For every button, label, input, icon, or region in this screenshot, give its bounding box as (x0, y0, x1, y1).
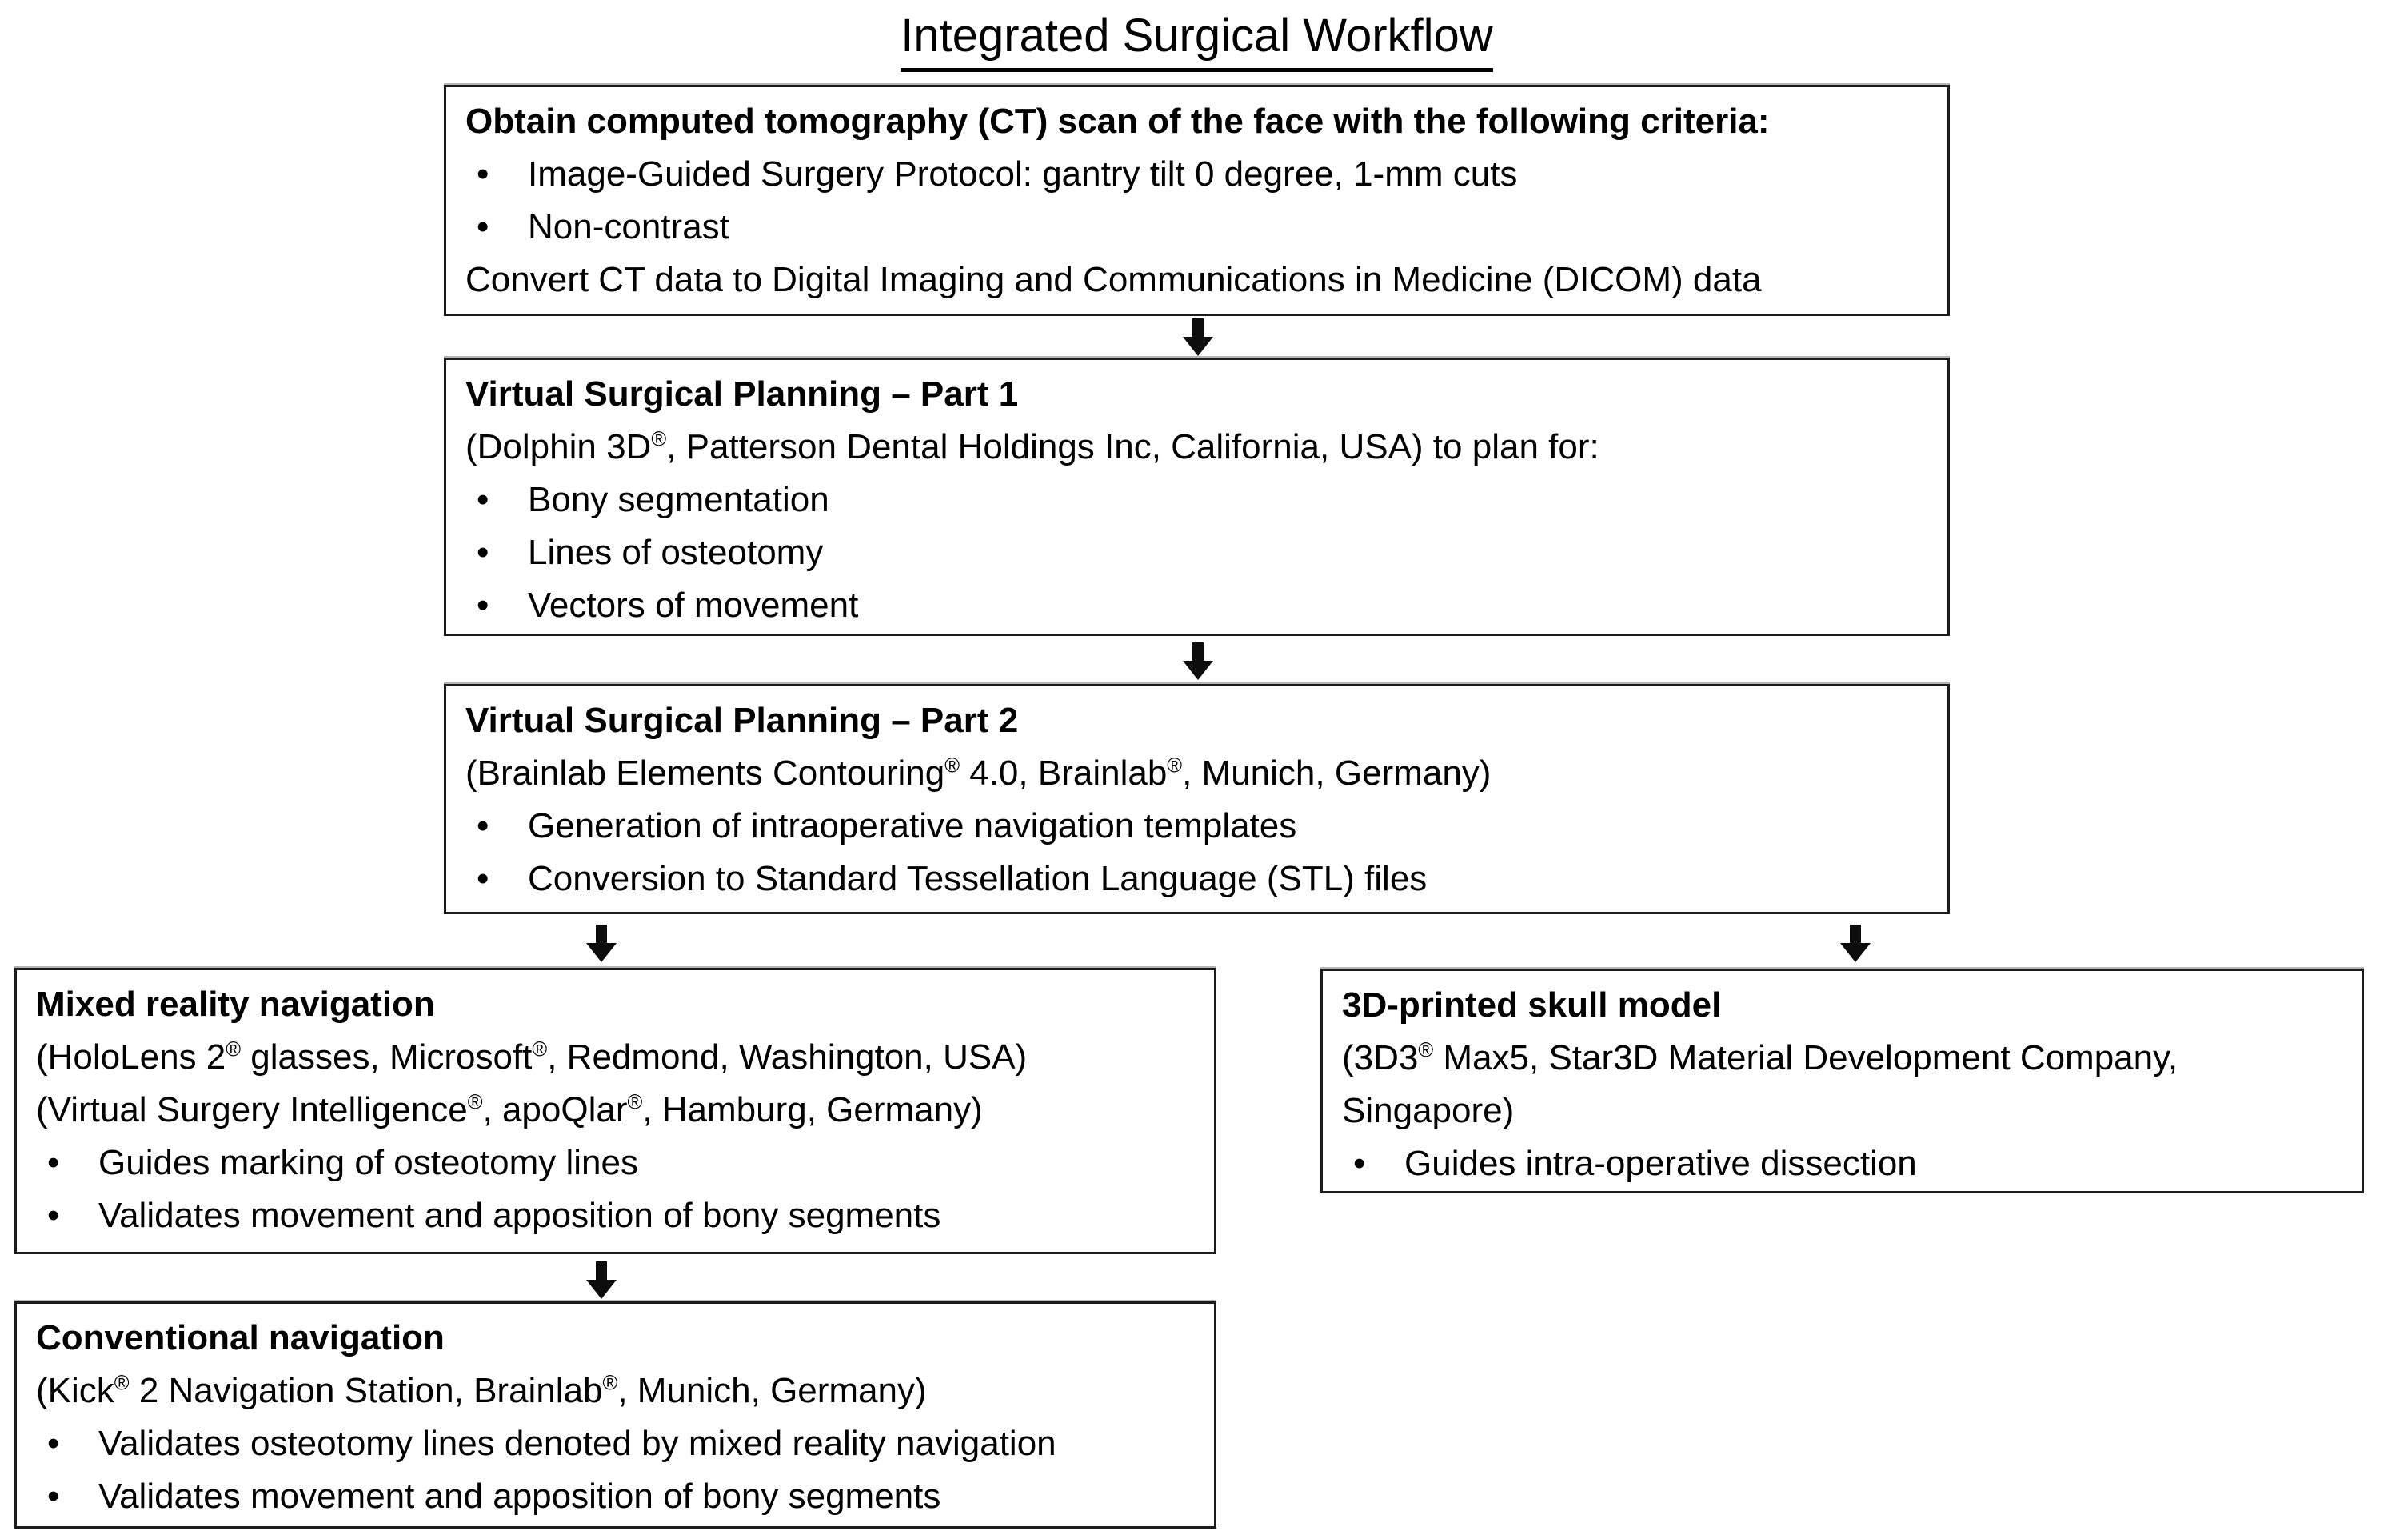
down-arrow-icon (1840, 925, 1871, 962)
box-skull-header: 3D-printed skull model (1342, 985, 1722, 1025)
box-virtual-surgical-planning-1: Virtual Surgical Planning – Part 1 (Dolp… (444, 358, 1950, 636)
bullet-dot: • (1353, 1144, 1366, 1183)
box-vsp2-subheader: (Brainlab Elements Contouring® 4.0, Brai… (465, 754, 1492, 793)
box-vsp1-bullets: •Bony segmentation •Lines of osteotomy •… (465, 474, 1928, 632)
box-ct-scan: Obtain computed tomography (CT) scan of … (444, 85, 1950, 316)
box-conv-bullets: •Validates osteotomy lines denoted by mi… (36, 1417, 1195, 1523)
bullet-item: •Lines of osteotomy (465, 526, 1928, 579)
bullet-dot: • (477, 533, 489, 572)
box-mixed-bullets: •Guides marking of osteotomy lines •Vali… (36, 1137, 1195, 1242)
box-conventional-navigation: Conventional navigation (Kick® 2 Navigat… (14, 1301, 1216, 1529)
box-conv-subheader: (Kick® 2 Navigation Station, Brainlab®, … (36, 1371, 927, 1410)
box-vsp1-header: Virtual Surgical Planning – Part 1 (465, 374, 1019, 414)
box-mixed-header: Mixed reality navigation (36, 985, 435, 1024)
bullet-item: •Non-contrast (465, 201, 1928, 254)
box-mixed-subheader-1: (HoloLens 2® glasses, Microsoft®, Redmon… (36, 1037, 1028, 1077)
box-virtual-surgical-planning-2: Virtual Surgical Planning – Part 2 (Brai… (444, 684, 1950, 914)
box-ct-scan-bullets: •Image-Guided Surgery Protocol: gantry t… (465, 148, 1928, 254)
bullet-item: •Validates movement and apposition of bo… (36, 1189, 1195, 1242)
bullet-item: •Vectors of movement (465, 579, 1928, 632)
down-arrow-icon (586, 925, 617, 962)
bullet-item: •Conversion to Standard Tessellation Lan… (465, 853, 1928, 905)
box-vsp1-subheader: (Dolphin 3D®, Patterson Dental Holdings … (465, 427, 1599, 466)
bullet-dot: • (47, 1143, 60, 1182)
box-3d-printed-skull-model: 3D-printed skull model (3D3® Max5, Star3… (1320, 969, 2364, 1193)
box-vsp2-bullets: •Generation of intraoperative navigation… (465, 800, 1928, 905)
bullet-item: •Guides intra-operative dissection (1342, 1137, 2342, 1190)
bullet-dot: • (47, 1477, 60, 1516)
down-arrow-icon (1183, 318, 1213, 356)
bullet-item: •Validates osteotomy lines denoted by mi… (36, 1417, 1195, 1470)
bullet-dot: • (47, 1424, 60, 1463)
box-vsp2-header: Virtual Surgical Planning – Part 2 (465, 701, 1019, 740)
box-ct-scan-header: Obtain computed tomography (CT) scan of … (465, 102, 1770, 141)
bullet-dot: • (477, 806, 489, 845)
bullet-item: •Generation of intraoperative navigation… (465, 800, 1928, 853)
bullet-dot: • (477, 207, 489, 246)
box-mixed-subheader-2: (Virtual Surgery Intelligence®, apoQlar®… (36, 1090, 983, 1129)
down-arrow-icon (1183, 642, 1213, 680)
bullet-dot: • (477, 586, 489, 625)
box-mixed-reality-navigation: Mixed reality navigation (HoloLens 2® gl… (14, 968, 1216, 1254)
down-arrow-icon (586, 1261, 617, 1299)
bullet-item: •Validates movement and apposition of bo… (36, 1470, 1195, 1523)
bullet-dot: • (477, 154, 489, 194)
box-skull-bullets: •Guides intra-operative dissection (1342, 1137, 2342, 1190)
bullet-dot: • (477, 859, 489, 898)
bullet-item: •Bony segmentation (465, 474, 1928, 526)
box-skull-subheader: (3D3® Max5, Star3D Material Development … (1342, 1038, 2178, 1130)
bullet-item: •Image-Guided Surgery Protocol: gantry t… (465, 148, 1928, 201)
box-conv-header: Conventional navigation (36, 1318, 445, 1357)
bullet-dot: • (477, 480, 489, 519)
page-title: Integrated Surgical Workflow (444, 5, 1950, 72)
bullet-dot: • (47, 1196, 60, 1235)
bullet-item: •Guides marking of osteotomy lines (36, 1137, 1195, 1189)
box-ct-scan-footer: Convert CT data to Digital Imaging and C… (465, 260, 1762, 299)
